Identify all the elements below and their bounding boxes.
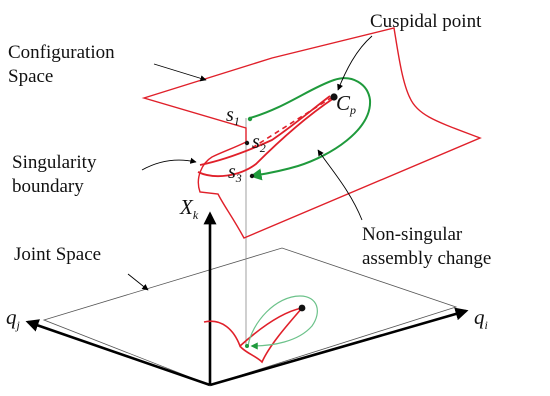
- dashed-singular-path: [251, 95, 335, 149]
- symbol-xk: Xk: [179, 195, 199, 222]
- symbol-qj: qj: [6, 305, 21, 332]
- axis-qj: [25, 319, 211, 387]
- joint-space-plane: [42, 247, 458, 386]
- leader-cuspidal: [337, 35, 373, 91]
- leader-singularity: [141, 157, 197, 171]
- leader-non-singular: [317, 149, 363, 221]
- label-joint-space: Joint Space: [14, 244, 101, 265]
- surface-green-path: [249, 77, 372, 181]
- symbol-cp: Cp: [336, 91, 356, 117]
- leader-joint-space: [127, 273, 149, 291]
- label-configuration-line1: Configuration: [8, 42, 115, 63]
- joint-space-green-loop: [247, 295, 318, 350]
- symbol-qi: qi: [474, 305, 488, 332]
- label-cuspidal-point: Cuspidal point: [370, 11, 482, 32]
- leader-configuration: [153, 63, 207, 82]
- symbol-s1: s1: [226, 104, 240, 128]
- point-cusp: [330, 93, 338, 101]
- label-non-singular-line1: Non-singular: [362, 224, 463, 245]
- label-non-singular-line2: assembly change: [362, 248, 491, 269]
- surface-singularity-curve-lower: [197, 97, 335, 178]
- joint-space-singularity-curve: [203, 307, 303, 348]
- label-singularity-line2: boundary: [12, 176, 84, 197]
- configuration-surface: [141, 27, 482, 239]
- joint-space-singularity-curve-2: [239, 307, 303, 364]
- symbol-s3: s3: [228, 161, 242, 185]
- point-s3: [249, 173, 255, 179]
- joint-space-cusp-point: [298, 304, 306, 312]
- label-configuration-line2: Space: [8, 66, 53, 87]
- point-s1: [247, 116, 253, 122]
- label-singularity-line1: Singularity: [12, 152, 97, 173]
- axis-qi: [209, 307, 469, 387]
- point-s2: [244, 140, 250, 146]
- symbol-s2: s2: [252, 131, 266, 155]
- joint-space-start-point: [245, 344, 249, 348]
